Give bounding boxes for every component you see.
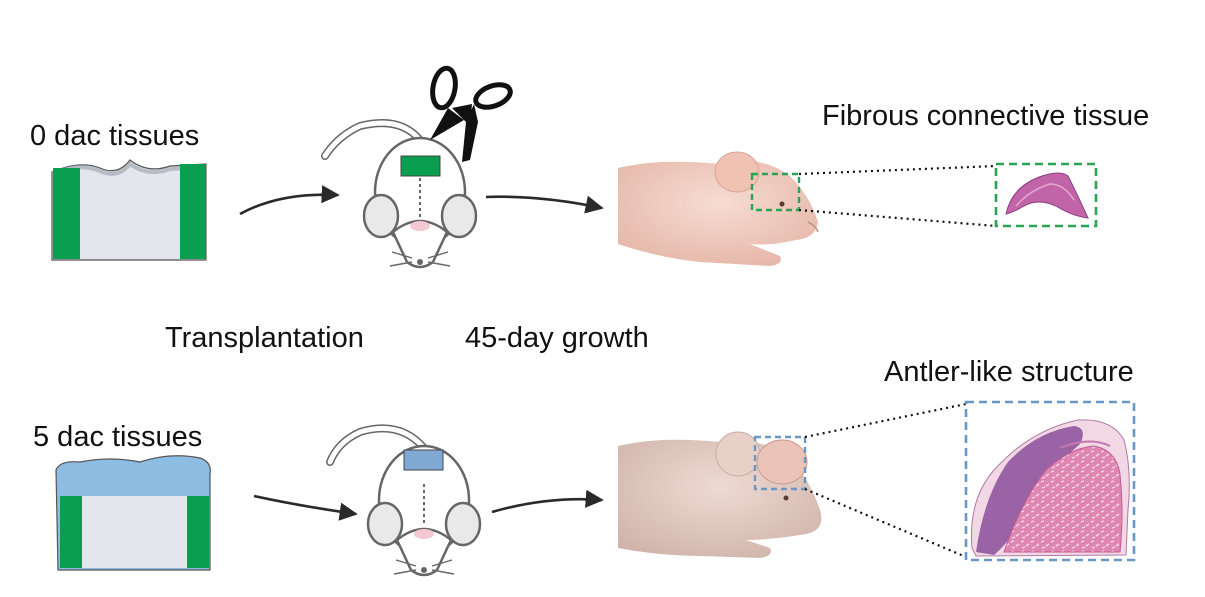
arrow-icon xyxy=(239,185,604,521)
inset-marker-row2 xyxy=(753,435,807,491)
scissors-icon xyxy=(430,65,513,162)
mouse-icon xyxy=(321,119,478,269)
mouse-photo-row1 xyxy=(618,151,819,266)
mouse-icon xyxy=(326,424,482,577)
result-row2-label: Antler-like structure xyxy=(884,356,1134,388)
tissue-block-row2 xyxy=(55,455,211,571)
fibrous-tissue-section xyxy=(1005,172,1089,219)
row1-tissue-label: 0 dac tissues xyxy=(30,120,200,152)
tissue-block-row1 xyxy=(51,159,207,261)
result-row1-label: Fibrous connective tissue xyxy=(822,100,1150,132)
row2-tissue-label: 5 dac tissues xyxy=(33,421,203,453)
mouse-photo-row2 xyxy=(618,431,822,558)
inset-marker-row1 xyxy=(750,172,801,212)
transplantation-label: Transplantation xyxy=(165,322,364,354)
antler-structure-section xyxy=(971,419,1130,557)
growth-duration-label: 45-day growth xyxy=(465,322,649,354)
